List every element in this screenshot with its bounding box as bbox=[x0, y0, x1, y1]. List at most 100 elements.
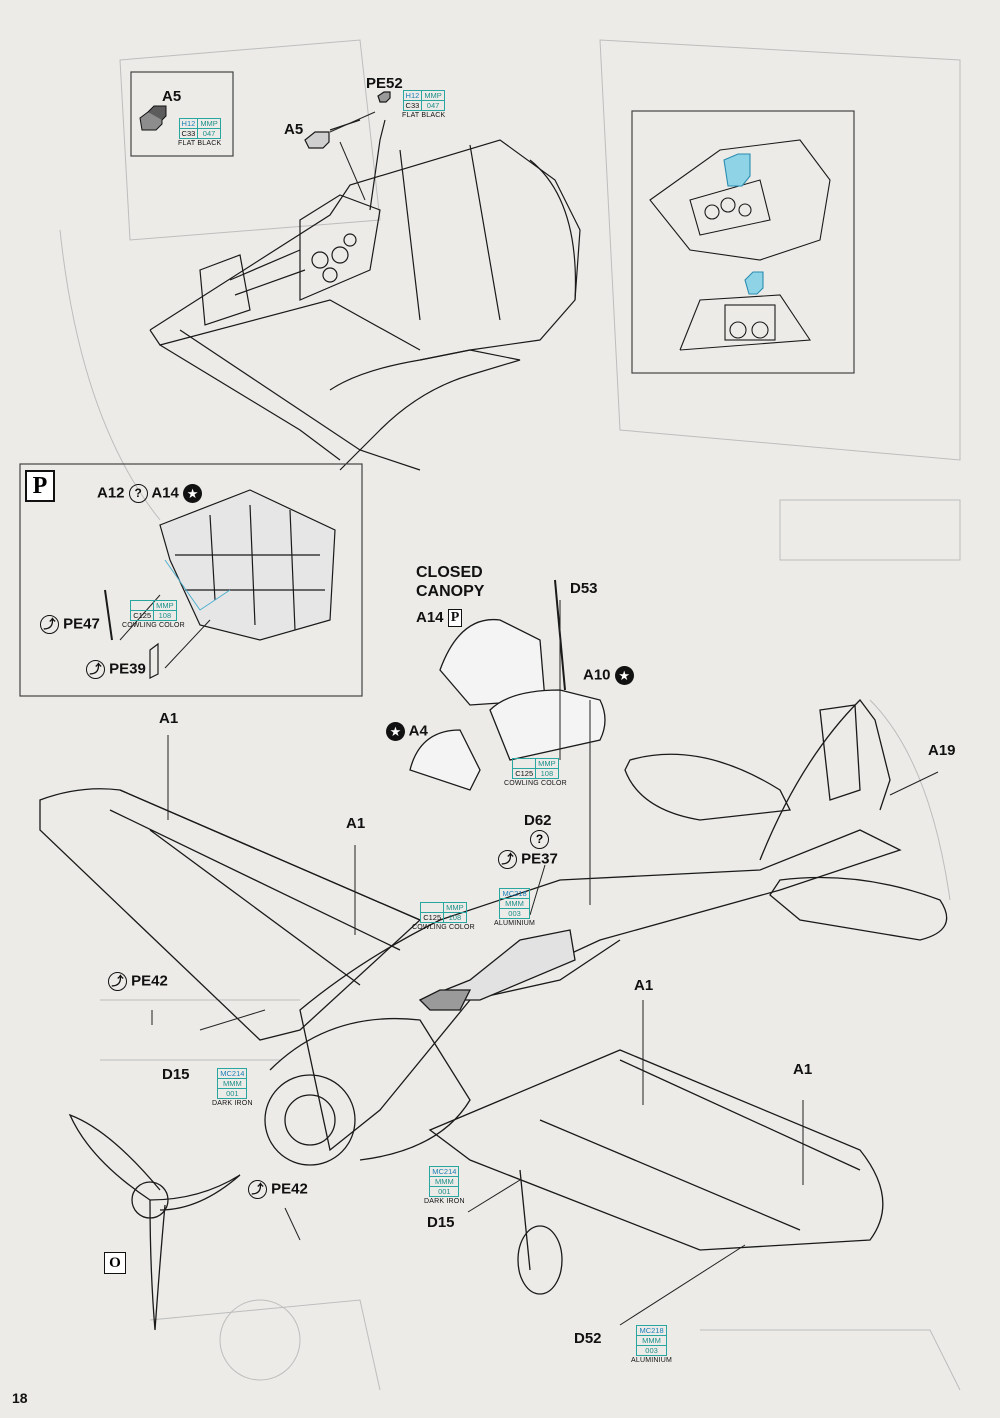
paint-code: MMM bbox=[217, 1078, 248, 1089]
a4-label: A4 bbox=[408, 722, 428, 740]
a1-label: A1 bbox=[346, 815, 366, 832]
pe52-label: PE52 bbox=[366, 75, 403, 92]
show-through-background bbox=[59, 39, 961, 1391]
aircraft-main-drawing bbox=[39, 579, 948, 1331]
d53-label: D53 bbox=[570, 580, 598, 597]
paint-code: MMP bbox=[197, 118, 221, 129]
option-o-badge: O bbox=[104, 1252, 126, 1274]
photo-etch-bend-icon: ⤴ bbox=[108, 972, 127, 991]
paint-code: MMP bbox=[421, 90, 445, 101]
paint-code: MMP bbox=[535, 758, 559, 769]
paint-code: C33 bbox=[178, 128, 199, 139]
paint-code: C125 bbox=[512, 768, 537, 779]
star-symbol-icon: ★ bbox=[614, 666, 634, 685]
star-symbol-icon: ★ bbox=[183, 484, 203, 503]
question-symbol-icon: ? bbox=[128, 484, 148, 503]
photo-etch-bend-icon: ⤴ bbox=[86, 660, 105, 679]
a10-label: A10 bbox=[583, 666, 611, 684]
paint-code: MC214 bbox=[429, 1166, 460, 1177]
callout-lines-main bbox=[151, 600, 939, 1326]
paint-code: C33 bbox=[402, 100, 423, 111]
paint-code: MMM bbox=[429, 1176, 460, 1187]
closed-canopy-title: CLOSED CANOPY bbox=[416, 563, 484, 601]
d62-label: D62 bbox=[524, 812, 552, 829]
paint-code: 047 bbox=[197, 128, 221, 139]
pe39-label: PE39 bbox=[109, 660, 146, 678]
paint-code: 108 bbox=[153, 610, 177, 621]
paint-name: COWLING COLOR bbox=[412, 924, 475, 931]
paint-name: COWLING COLOR bbox=[122, 622, 185, 629]
a12-label: A12 bbox=[97, 484, 125, 502]
photo-etch-bend-icon: ⤴ bbox=[248, 1180, 267, 1199]
d62-question-symbol: ? bbox=[530, 830, 549, 849]
a10-callout: A10 ★ bbox=[583, 666, 634, 685]
paint-code: C125 bbox=[420, 912, 445, 923]
paint-name: ALUMINIUM bbox=[494, 920, 536, 927]
paint-code: 047 bbox=[421, 100, 445, 111]
cockpit-alu-paint-chip: MC218 MMM 003 ALUMINIUM bbox=[494, 888, 535, 928]
pe42-label: PE42 bbox=[131, 972, 168, 990]
inset-a5-frame bbox=[130, 71, 234, 157]
paint-code: MMM bbox=[636, 1335, 667, 1346]
paint-code: MMP bbox=[153, 600, 177, 611]
photo-etch-bend-icon: ⤴ bbox=[40, 615, 59, 634]
paint-code: MC218 bbox=[499, 888, 530, 899]
pe39-callout: ⤴ PE39 bbox=[86, 660, 146, 679]
a4-callout: ★ A4 bbox=[386, 722, 428, 741]
a14-label: A14 bbox=[416, 609, 444, 626]
pe42-upper-callout: ⤴ PE42 bbox=[108, 972, 168, 991]
paint-code: 001 bbox=[429, 1186, 460, 1197]
paint-name: COWLING COLOR bbox=[504, 780, 567, 787]
paint-name: ALUMINIUM bbox=[631, 1357, 673, 1364]
cockpit-detail-inset bbox=[631, 110, 855, 374]
d15-right-label: D15 bbox=[427, 1214, 455, 1231]
paint-code: 108 bbox=[535, 768, 559, 779]
paint-code: MC214 bbox=[217, 1068, 248, 1079]
a19-label: A19 bbox=[928, 742, 956, 759]
inset-p-part-labels: A12 ? A14 ★ bbox=[97, 484, 203, 503]
pe47-callout: ⤴ PE47 bbox=[40, 615, 100, 634]
callout-lines-top bbox=[329, 111, 376, 201]
paint-code: 003 bbox=[499, 908, 530, 919]
a1-label: A1 bbox=[634, 977, 654, 994]
inset-p-frame bbox=[19, 463, 363, 697]
paint-code: 003 bbox=[636, 1345, 667, 1356]
pe37-label: PE37 bbox=[521, 850, 558, 868]
d15-right-paint-chip: MC214 MMM 001 DARK IRON bbox=[424, 1166, 465, 1206]
a1-label: A1 bbox=[793, 1061, 813, 1078]
pe47-label: PE47 bbox=[63, 615, 100, 633]
closed-canopy-title-line: CANOPY bbox=[416, 583, 485, 600]
paint-code: 001 bbox=[217, 1088, 248, 1099]
d52-label: D52 bbox=[574, 1330, 602, 1347]
a5-label: A5 bbox=[284, 121, 304, 138]
a14-label: A14 bbox=[151, 484, 179, 502]
paint-code: C125 bbox=[130, 610, 155, 621]
paint-code: MC218 bbox=[636, 1325, 667, 1336]
pe42-label: PE42 bbox=[271, 1180, 308, 1198]
paint-name: FLAT BLACK bbox=[402, 112, 446, 119]
pe42-lower-callout: ⤴ PE42 bbox=[248, 1180, 308, 1199]
page-number: 18 bbox=[12, 1390, 28, 1406]
d52-paint-chip: MC218 MMM 003 ALUMINIUM bbox=[631, 1325, 672, 1365]
fuselage-cockpit-drawing bbox=[149, 91, 581, 471]
d15-left-paint-chip: MC214 MMM 001 DARK IRON bbox=[212, 1068, 253, 1108]
a14-canopy-callout: A14 P bbox=[416, 609, 463, 628]
closed-canopy-title-line: CLOSED bbox=[416, 564, 483, 581]
paint-code: MMM bbox=[499, 898, 530, 909]
inset-a5-part-label: A5 bbox=[162, 88, 182, 105]
paint-code: H12 bbox=[178, 118, 199, 129]
paint-name: FLAT BLACK bbox=[178, 140, 222, 147]
star-symbol-icon: ★ bbox=[386, 722, 405, 741]
d15-left-label: D15 bbox=[162, 1066, 190, 1083]
paint-name: DARK IRON bbox=[424, 1198, 465, 1205]
paint-code: MMP bbox=[443, 902, 467, 913]
paint-name: DARK IRON bbox=[212, 1100, 253, 1107]
paint-code: 108 bbox=[443, 912, 467, 923]
photo-etch-bend-icon: ⤴ bbox=[498, 850, 517, 869]
pe37-callout: ⤴ PE37 bbox=[498, 850, 558, 869]
